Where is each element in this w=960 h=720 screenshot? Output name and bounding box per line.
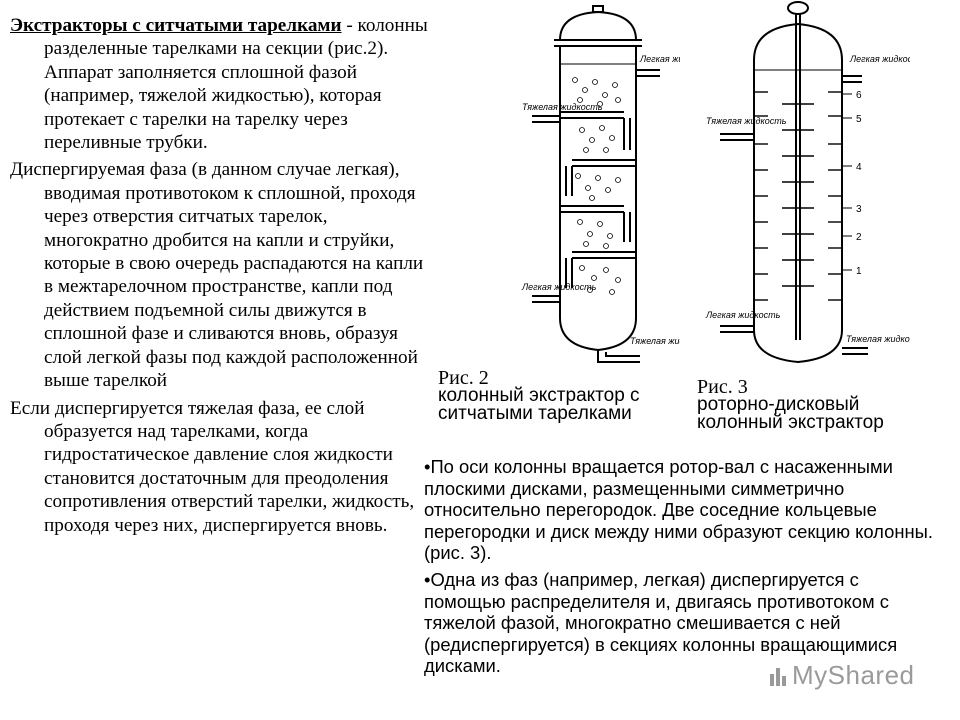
left-column: Экстракторы с ситчатыми тарелками - коло… [10,14,430,537]
fig2-label-light-out: Легкая жидкость [639,54,680,64]
fig3-number: 6 [856,90,862,101]
paragraph-heavy-phase: Если диспергируется тяжелая фаза, ее сло… [10,397,415,536]
fig2-label-heavy-in: Тяжелая жидкость [522,102,603,112]
fig3-number: 3 [856,204,862,215]
figure-sieve-tray-column: Легкая жидкость Тяжелая жидкость Легкая … [520,0,715,380]
fig2-label-light-in: Легкая жидкость [521,282,597,292]
sieve-tray-column-drawing: Легкая жидкость Тяжелая жидкость Легкая … [521,5,715,363]
bullet-rotor: •По оси колонны вращается ротор-вал с на… [424,456,933,564]
caption-fig3: Рис. 3 роторно-дисковый колонный экстрак… [697,376,937,433]
fig2-label-heavy-out: Тяжелая жидкость [630,336,680,346]
fig3-number: 4 [856,162,862,173]
watermark: MyShared [768,660,915,691]
figure-rotary-disc-column: Легкая жидкость Тяжелая жидкость Легкая … [700,0,927,380]
fig3-label-light-in: Легкая жидкость [705,310,781,320]
term-sieve-tray-extractors: Экстракторы с ситчатыми тарелками [10,15,342,36]
paragraph-sieve-tray: Экстракторы с ситчатыми тарелками - коло… [10,14,430,154]
fig3-number: 1 [856,266,862,277]
fig3-number: 2 [856,232,862,243]
paragraph-sieve-tray-text: - колонны разделенные тарелками на секци… [44,15,428,154]
rotary-disc-column-drawing: Легкая жидкость Тяжелая жидкость Легкая … [705,1,927,364]
paragraph-dispersed-phase: Диспергируемая фаза (в данном случае лег… [10,159,424,392]
watermark-text: MyShared [792,660,915,690]
right-column: •По оси колонны вращается ротор-вал с на… [424,456,944,677]
fig3-label-light-out: Легкая жидкость [849,54,910,64]
caption-fig2-text: колонный экстрактор с ситчатыми тарелкам… [438,385,640,424]
fig3-number: 5 [856,114,862,125]
fig3-label-heavy-out: Тяжелая жидкость [846,334,910,344]
fig3-label-heavy-in: Тяжелая жидкость [706,116,787,126]
caption-fig3-number: Рис. 3 [697,376,748,398]
caption-fig3-text: роторно-дисковый колонный экстрактор [697,394,884,433]
watermark-logo-icon [770,668,786,686]
bullet-dispersion: •Одна из фаз (например, легкая) дисперги… [424,568,898,677]
caption-fig2-number: Рис. 2 [438,367,489,389]
caption-fig2: Рис. 2 колонный экстрактор с ситчатыми т… [438,367,678,424]
